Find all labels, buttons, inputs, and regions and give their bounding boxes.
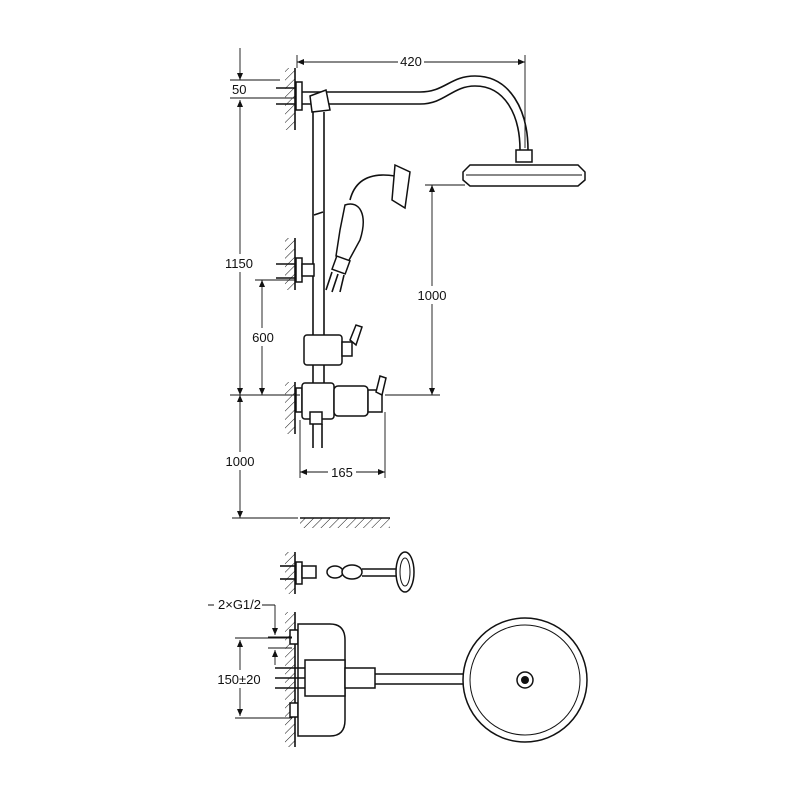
dim-inlet-centres: 150±20	[217, 672, 260, 687]
mixer-top-view	[275, 617, 588, 743]
dim-mixer-to-bracket: 600	[252, 330, 274, 345]
dim-bracket-height: 1150	[225, 256, 253, 271]
dim-head-to-mixer: 1000	[418, 288, 447, 303]
dim-arm-offset: 50	[232, 82, 246, 97]
top-view-dimensions	[208, 604, 292, 719]
dimension-lines	[230, 48, 526, 519]
dim-inlet-thread: 2×G1/2	[218, 597, 261, 612]
dim-mixer-projection: 165	[331, 465, 353, 480]
dim-arm-reach: 420	[400, 54, 422, 69]
hand-shower-bracket-detail	[280, 551, 415, 593]
dim-mixer-to-floor: 1000	[226, 454, 255, 469]
riser-and-arm	[276, 75, 586, 448]
